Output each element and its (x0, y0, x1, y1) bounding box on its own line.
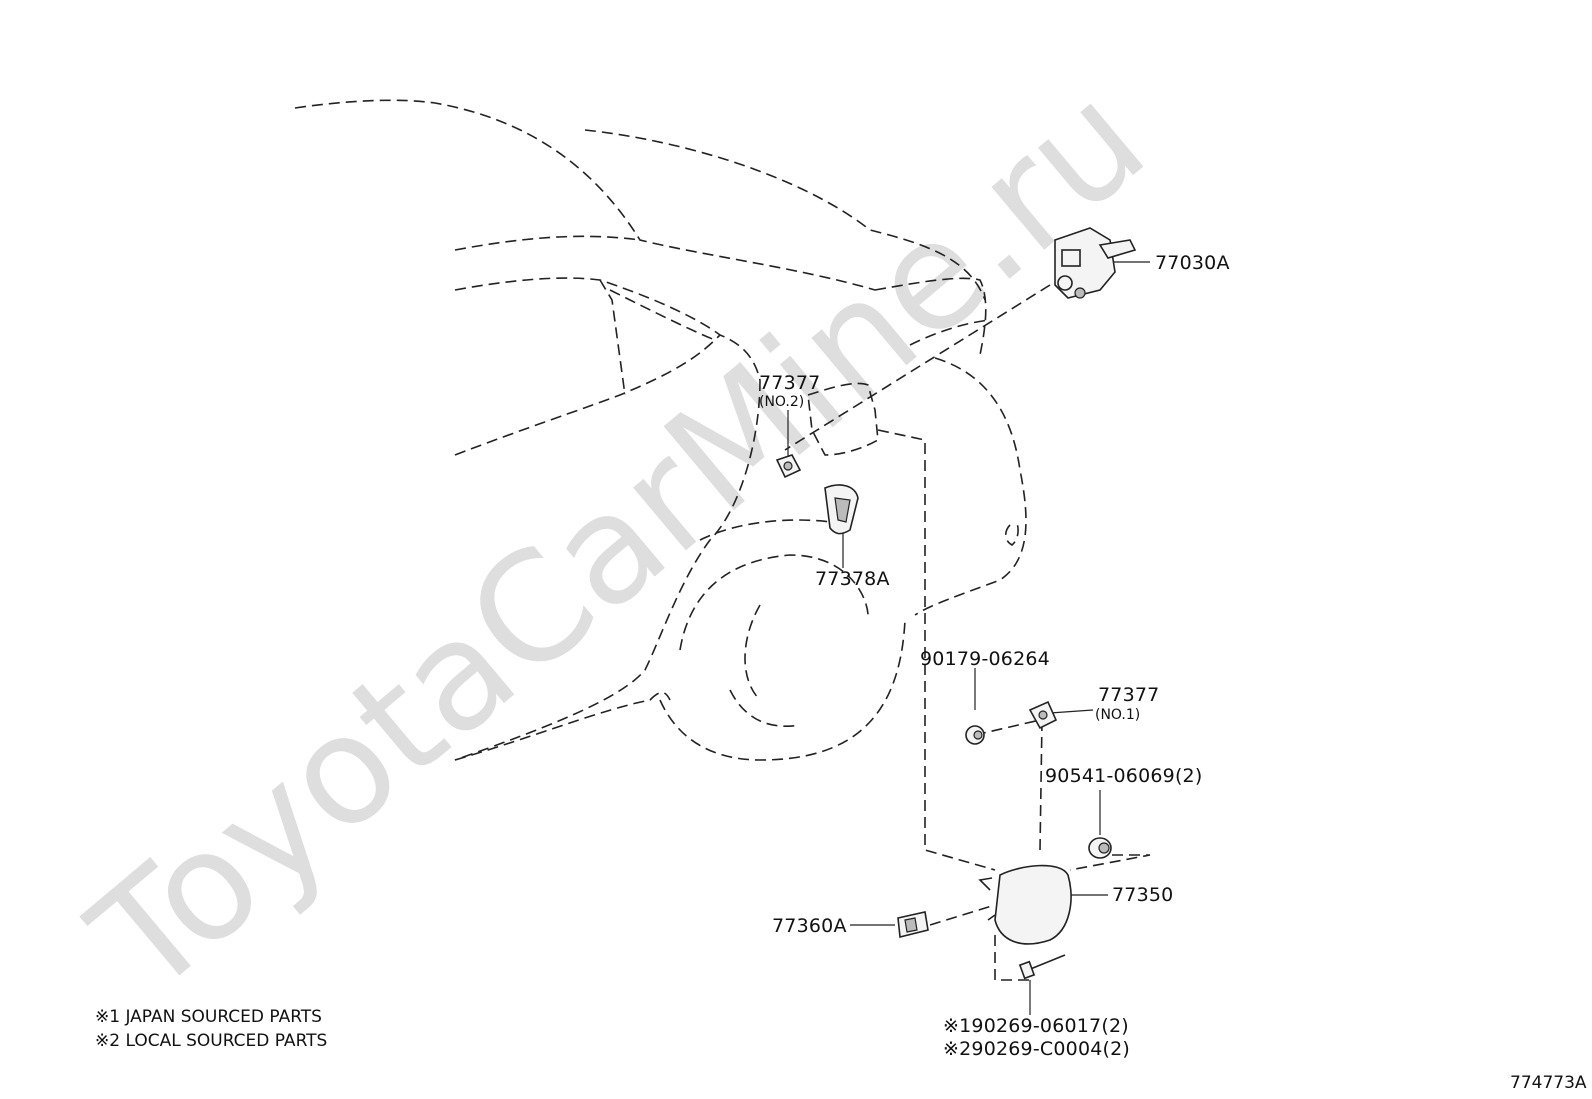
diagram-id: 774773A (1510, 1073, 1587, 1093)
note-japan-sourced: ※1 JAPAN SOURCED PARTS (95, 1007, 322, 1027)
callout-77377-no2: 77377 (759, 372, 820, 394)
callout-90179-06264: 90179-06264 (920, 648, 1050, 670)
callout-90269-06017: ※190269-06017(2) (943, 1015, 1129, 1037)
callout-77360a: 77360A (772, 915, 847, 937)
part-77377-no2-clip-icon (775, 454, 802, 479)
connector-lines (784, 261, 1151, 1015)
part-90269-rivet-icon (1018, 954, 1066, 980)
callout-90269-c0004: ※290269-C0004(2) (943, 1038, 1130, 1060)
callout-77377-no2-sub: (NO.2) (759, 394, 804, 410)
part-90541-cushion-icon (1088, 837, 1112, 859)
callout-77378a: 77378A (815, 568, 890, 590)
callout-77377-no1-sub: (NO.1) (1095, 707, 1140, 723)
callout-77030a: 77030A (1155, 252, 1230, 274)
part-77360a-hinge-icon (897, 911, 929, 938)
note-local-sourced: ※2 LOCAL SOURCED PARTS (95, 1031, 327, 1051)
part-77377-no1-clip-icon (1028, 700, 1058, 730)
callout-90541-06069: 90541-06069(2) (1045, 765, 1202, 787)
part-77030a-actuator-icon (1054, 227, 1137, 299)
callout-77350: 77350 (1112, 884, 1173, 906)
part-90179-nut-icon (965, 725, 985, 745)
callout-77377-no1: 77377 (1098, 684, 1159, 706)
part-77350-fuel-lid-icon (978, 864, 1072, 945)
part-77378a-housing-icon (824, 484, 859, 535)
car-body-outline (294, 99, 1027, 761)
